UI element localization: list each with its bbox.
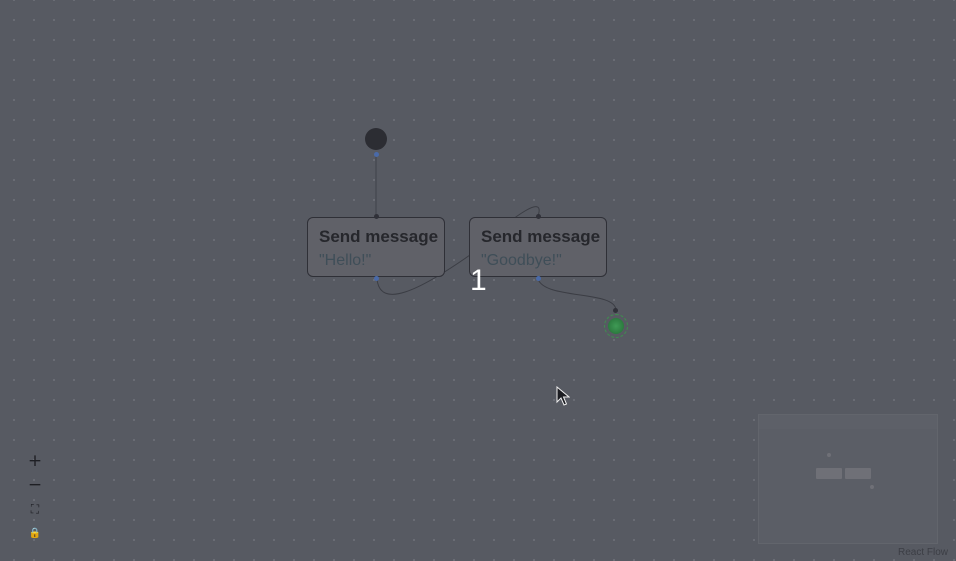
node-message-text: "Goodbye!" [481,252,562,269]
edge-goodbye-to-end[interactable] [537,278,617,311]
start-node-source-handle[interactable] [374,152,379,157]
hello-target-handle[interactable] [374,214,379,219]
goodbye-source-handle[interactable] [536,276,541,281]
minimap-node-start [827,453,831,457]
fit-view-button[interactable]: ⛶ [24,497,46,521]
end-node[interactable] [604,314,628,338]
mouse-cursor-icon [556,386,570,406]
react-flow-attribution[interactable]: React Flow [897,547,948,558]
minimap-node-hello [816,468,842,479]
end-node-core [608,318,624,334]
lock-icon: 🔒 [28,527,42,539]
hello-source-handle[interactable] [374,276,379,281]
minimap-node-end [870,485,874,489]
node-title: Send message [481,227,601,246]
send-message-node-goodbye[interactable]: Send message "Goodbye!" [469,217,607,277]
zoom-in-button[interactable]: + [27,451,43,471]
node-title: Send message [319,227,439,246]
flow-controls: + − ⛶ 🔒 [24,449,46,545]
send-message-node-hello[interactable]: Send message "Hello!" [307,217,445,277]
edge-label: 1 [470,264,487,297]
fit-view-icon: ⛶ [30,501,40,516]
node-message-text: "Hello!" [319,252,372,269]
start-node[interactable] [365,128,387,150]
minimap-node-goodbye [845,468,871,479]
lock-button[interactable]: 🔒 [24,521,46,545]
goodbye-target-handle[interactable] [536,214,541,219]
minimap-header [759,415,937,429]
end-node-target-handle[interactable] [613,308,618,313]
zoom-out-button[interactable]: − [27,475,43,495]
minimap[interactable] [758,414,938,544]
